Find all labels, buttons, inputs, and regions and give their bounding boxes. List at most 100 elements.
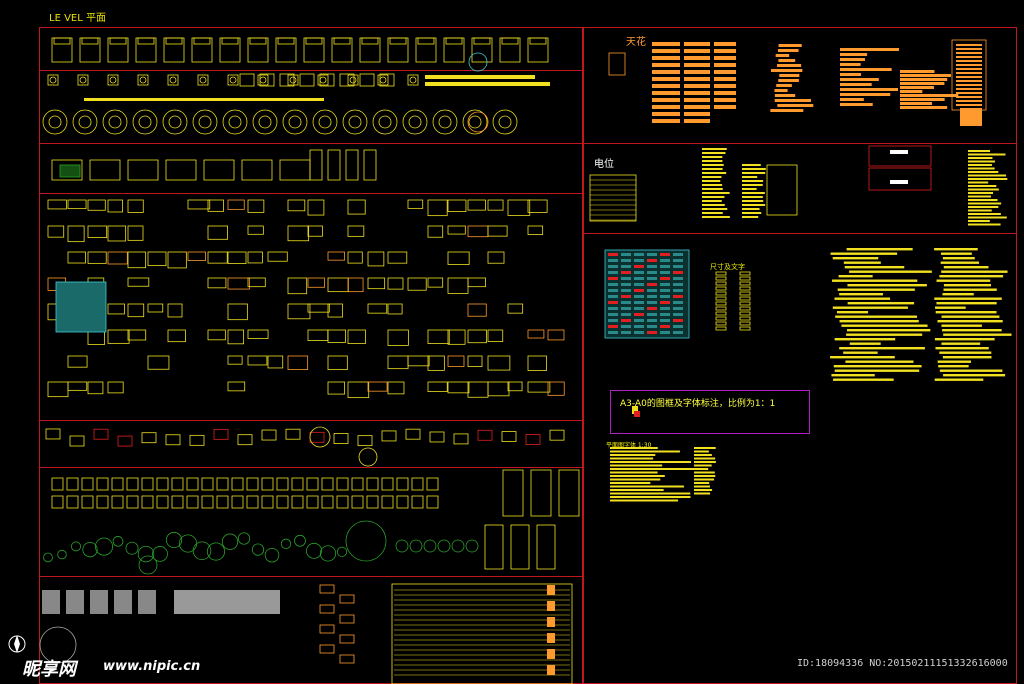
cad-mark (652, 63, 680, 67)
cad-mark (327, 381, 346, 395)
cad-mark (937, 360, 972, 363)
divider (583, 233, 1017, 234)
cad-mark (411, 477, 424, 491)
cad-mark (427, 225, 444, 238)
cad-mark (634, 253, 644, 256)
cad-mark (309, 149, 323, 181)
cad-mark (139, 76, 147, 84)
cad-mark (221, 533, 239, 550)
cad-mark (702, 168, 723, 170)
cad-mark (510, 524, 530, 570)
cad-mark (968, 223, 1001, 226)
cad-mark (652, 70, 680, 74)
cad-mark (941, 270, 1008, 273)
cad-mark (777, 49, 799, 52)
cad-mark (847, 329, 931, 332)
cad-mark (201, 477, 214, 491)
cad-mark (168, 115, 182, 129)
cad-mark (673, 325, 683, 328)
cad-mark (956, 84, 982, 86)
cad-mark (427, 329, 450, 344)
cad-mark (694, 482, 710, 484)
cad-mark (347, 251, 363, 264)
cad-mark (940, 261, 979, 264)
cad-mark (198, 115, 212, 129)
cad-mark (702, 200, 722, 202)
cad-mark (634, 265, 644, 268)
cad-mark (216, 477, 229, 491)
cad-mark (968, 188, 999, 191)
cad-mark (467, 355, 483, 367)
cad-mark (447, 199, 467, 212)
cad-mark (836, 311, 869, 314)
cad-mark (367, 251, 385, 267)
cad-mark (684, 112, 710, 116)
cad-mark (417, 37, 435, 45)
cad-mark (137, 545, 155, 563)
cad-mark (610, 450, 680, 453)
cad-mark (684, 105, 710, 109)
cad-mark (621, 271, 631, 274)
watermark-brand: 昵享网 (22, 659, 76, 680)
cad-mark (684, 98, 710, 102)
cad-mark (141, 495, 154, 509)
cad-mark (527, 37, 549, 63)
cad-mark (547, 649, 555, 659)
cad-mark (621, 295, 631, 298)
cad-mark (942, 356, 992, 359)
cad-mark (684, 63, 710, 67)
cad-mark (549, 429, 565, 441)
cad-mark (187, 199, 211, 210)
cad-mark (327, 355, 348, 371)
cad-mark (484, 524, 504, 570)
cad-mark (167, 329, 186, 343)
cad-mark (968, 181, 989, 184)
cad-mark (287, 277, 308, 295)
cad-mark (241, 159, 273, 181)
cad-mark (432, 109, 458, 135)
cad-mark (943, 288, 997, 291)
cad-mark (443, 37, 465, 63)
cad-mark (287, 355, 309, 370)
cad-mark (610, 489, 664, 491)
cad-mark (673, 259, 683, 262)
cad-mark (968, 185, 997, 187)
cad-mark (839, 320, 919, 323)
cad-mark (451, 539, 465, 553)
cad-mark (467, 277, 486, 288)
cad-mark (838, 275, 873, 278)
note-box (610, 390, 810, 434)
cad-mark (702, 164, 724, 166)
cad-mark (956, 88, 982, 90)
cad-mark (900, 106, 948, 109)
scale-label: 平面图字体 1:30 (606, 442, 652, 449)
cad-mark (742, 204, 766, 206)
cad-mark (608, 331, 618, 334)
cad-mark (868, 145, 932, 167)
cad-mark (48, 115, 62, 129)
cad-mark (694, 485, 710, 488)
cad-mark (739, 291, 751, 296)
cad-mark (426, 495, 439, 509)
cad-mark (684, 56, 710, 60)
cad-mark (307, 329, 329, 341)
cad-mark (742, 188, 757, 190)
cad-mark (634, 277, 644, 280)
cad-mark (702, 156, 723, 158)
cad-mark (634, 289, 644, 292)
cad-mark (739, 281, 751, 286)
cad-mark (47, 74, 59, 86)
cad-mark (776, 84, 792, 87)
cad-mark (408, 115, 422, 129)
cad-mark (647, 313, 657, 316)
cad-mark (339, 614, 355, 624)
cad-mark (739, 316, 751, 321)
cad-mark (610, 468, 698, 470)
cad-mark (621, 313, 631, 316)
cad-mark (941, 324, 982, 327)
cad-mark (307, 277, 325, 288)
cad-mark (702, 176, 722, 178)
cad-mark (299, 73, 315, 87)
cad-mark (840, 78, 879, 81)
